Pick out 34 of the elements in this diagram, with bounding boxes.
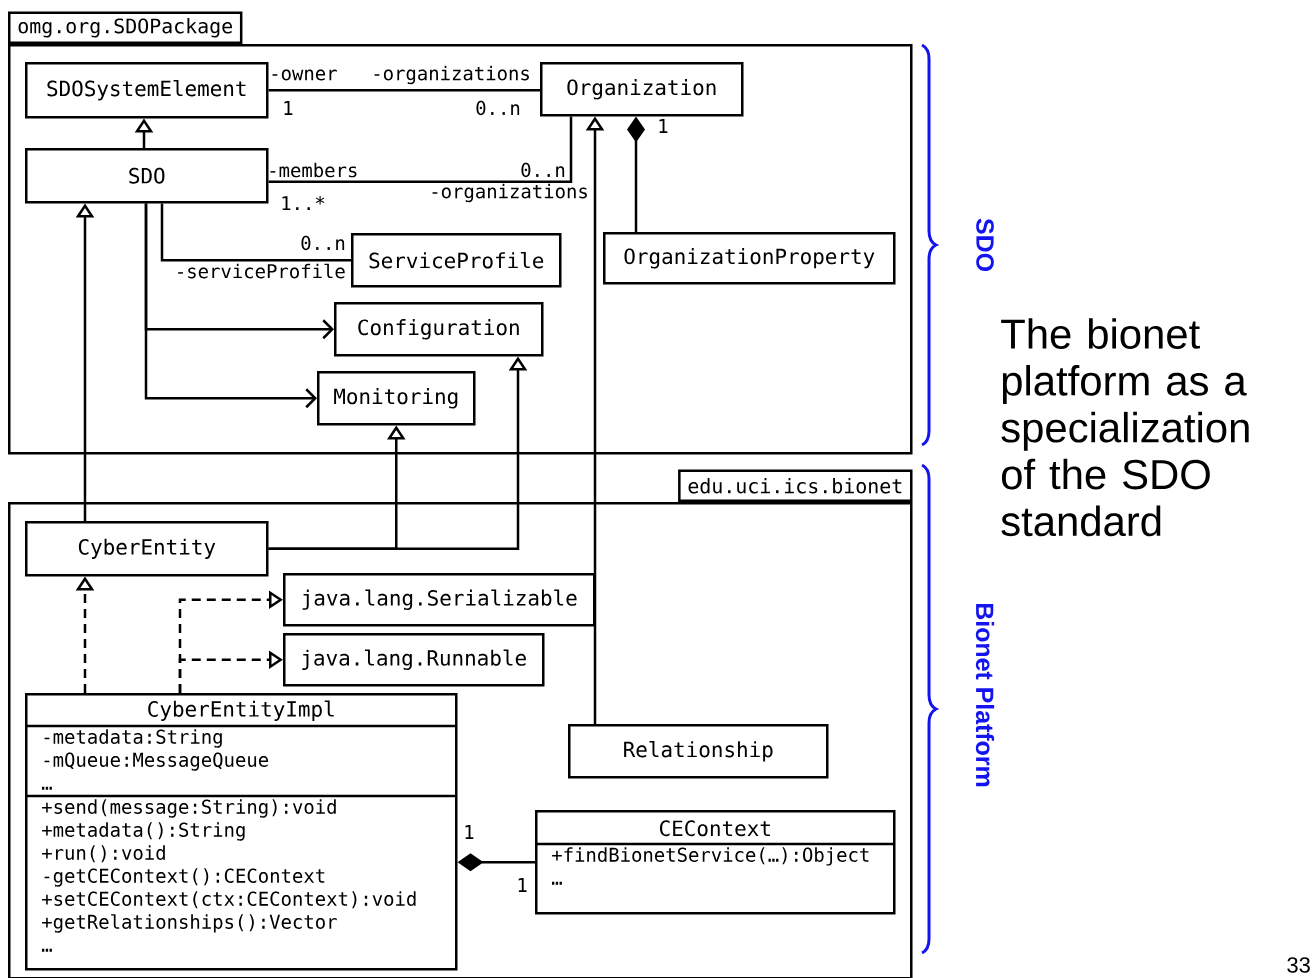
role-name: -serviceProfile <box>178 263 345 279</box>
node-label: edu.uci.ics.bionet <box>688 478 902 494</box>
class-box: SDO <box>25 148 269 204</box>
class-box: CyberEntity <box>25 521 269 577</box>
role-name: -organizations <box>432 183 587 203</box>
class-box: java.lang.Serializable <box>283 573 596 627</box>
class-box: java.lang.Runnable <box>283 633 545 687</box>
class-box: CEContext +findBionetService(…):Object … <box>535 810 896 915</box>
brace-label: Bionet Platform <box>975 603 995 787</box>
class-box: ServiceProfile <box>351 233 562 288</box>
class-box: OrganizationProperty <box>603 232 896 285</box>
class-box: Monitoring <box>317 371 476 426</box>
multiplicity: 1 <box>284 101 293 115</box>
multiplicity: 1 <box>518 878 527 892</box>
brace-label: SDO <box>976 218 994 271</box>
role-name: -members <box>270 162 357 178</box>
role-name: -owner <box>272 69 337 81</box>
node-label: omg.org.SDOPackage <box>18 18 232 38</box>
multiplicity: 0..n <box>301 235 345 251</box>
multiplicity: 0..n <box>521 162 565 178</box>
multiplicity: 1..* <box>282 196 325 211</box>
association-line <box>268 116 573 183</box>
class-box: Relationship <box>568 724 829 779</box>
class-box: CyberEntityImpl -metadata:String -mQueue:MessageQueue … +send(message:String):void +metadata():String +run():void -getCEContext():CEContext +setCEContext(ctx:CEContext):void +getRelationships():Vector … <box>25 693 458 971</box>
class-box: Organization <box>540 62 744 117</box>
role-name: -organizations <box>374 65 529 85</box>
association-line <box>268 89 540 92</box>
association-line <box>160 203 351 262</box>
class-box: Configuration <box>334 302 544 357</box>
multiplicity: 0..n <box>476 100 520 116</box>
class-box: SDOSystemElement <box>25 62 269 119</box>
arrow <box>144 203 317 409</box>
page-number: 33 <box>1287 957 1310 973</box>
annotation-text: The bionet platform as a specialization of the SDO standard <box>1001 318 1249 537</box>
